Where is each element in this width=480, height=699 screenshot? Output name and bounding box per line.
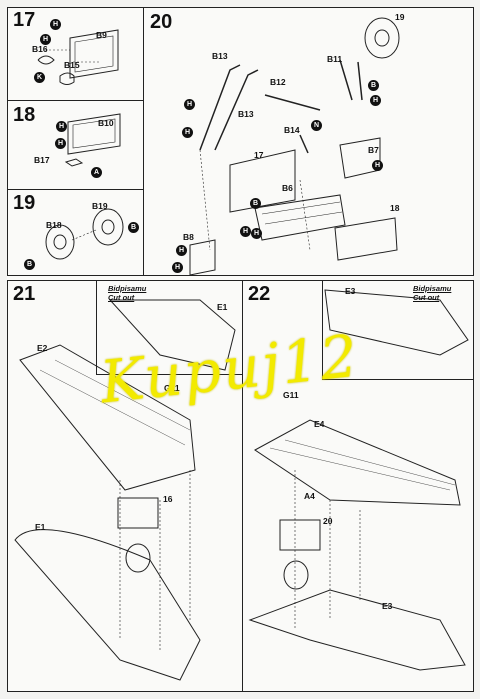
step-22-cutout-inset (322, 280, 474, 380)
part-label: 20 (323, 516, 333, 526)
glue-badge: H (56, 121, 67, 132)
part-label: B11 (327, 54, 343, 64)
part-label: 16 (163, 494, 173, 504)
step-number-18: 18 (13, 104, 36, 126)
part-label: B13 (212, 51, 228, 61)
part-label: B16 (32, 44, 48, 54)
part-label: B6 (282, 183, 293, 193)
step-number-22: 22 (248, 283, 271, 305)
part-label: B12 (270, 77, 286, 87)
glue-badge: H (372, 160, 383, 171)
step-21-cutout-inset (96, 280, 243, 375)
glue-badge: B (24, 259, 35, 270)
glue-badge: B (128, 222, 139, 233)
glue-badge: N (311, 120, 322, 131)
part-label: G11 (164, 383, 180, 393)
glue-badge: H (240, 226, 251, 237)
glue-badge: H (172, 262, 183, 273)
part-label: E3 (345, 286, 356, 296)
part-label: B10 (98, 118, 114, 128)
part-label: B13 (238, 109, 254, 119)
part-label: B18 (46, 220, 62, 230)
glue-badge: H (370, 95, 381, 106)
step-number-20: 20 (150, 11, 173, 33)
part-label: G11 (283, 390, 299, 400)
glue-badge: H (50, 19, 61, 30)
part-label: B14 (284, 125, 300, 135)
glue-badge: H (184, 99, 195, 110)
glue-badge: H (176, 245, 187, 256)
cut-out-note: Bidpisamu Cut out (108, 284, 146, 302)
part-label: B15 (64, 60, 80, 70)
part-label: 18 (390, 203, 400, 213)
glue-badge: B (368, 80, 379, 91)
glue-badge: H (55, 138, 66, 149)
part-label: 17 (254, 150, 264, 160)
part-label: B19 (92, 201, 108, 211)
part-label: B9 (96, 30, 107, 40)
glue-badge: B (250, 198, 261, 209)
part-label: B8 (183, 232, 194, 242)
step-number-21: 21 (13, 283, 36, 305)
cut-out-note-text: Bidpisamu Cut out (413, 284, 452, 302)
step-number-19: 19 (13, 192, 36, 214)
glue-badge: H (251, 228, 262, 239)
cut-out-note: Bidpisamu Cut out (413, 284, 451, 302)
part-label: A4 (304, 491, 315, 501)
cut-out-note-text: Bidpisamu Cut out (108, 284, 147, 302)
part-label: B7 (368, 145, 379, 155)
glue-badge: K (34, 72, 45, 83)
glue-badge: A (91, 167, 102, 178)
part-label: E1 (35, 522, 46, 532)
glue-badge: H (182, 127, 193, 138)
part-label: E2 (37, 343, 48, 353)
part-label: 19 (395, 12, 405, 22)
part-label: B17 (34, 155, 50, 165)
part-label: E1 (217, 302, 228, 312)
part-label: E4 (314, 419, 325, 429)
instruction-sheet (7, 7, 473, 692)
step-number-17: 17 (13, 9, 36, 31)
step-20-panel (143, 7, 474, 276)
part-label: E3 (382, 601, 393, 611)
glue-badge: H (40, 34, 51, 45)
